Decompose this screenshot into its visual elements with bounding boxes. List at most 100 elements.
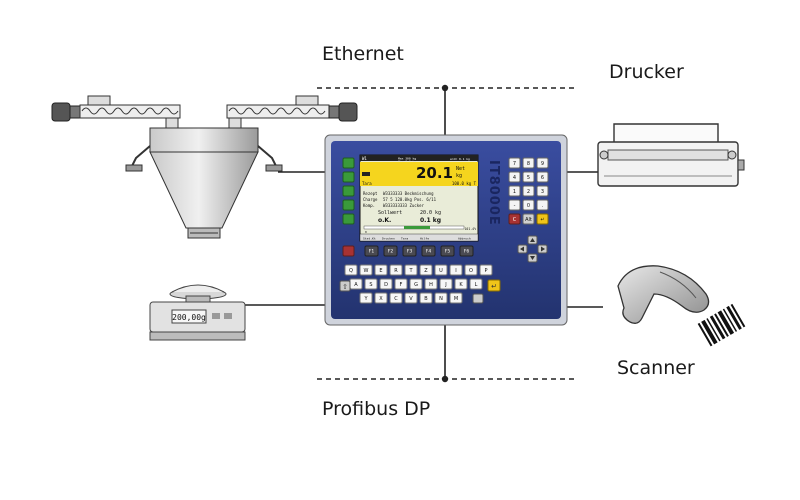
keyboard-key-label: Q — [349, 268, 353, 274]
keyboard-key-label: M — [454, 296, 458, 302]
numpad-key[interactable]: 6 — [536, 171, 549, 183]
numpad-key[interactable]: 4 — [508, 171, 521, 183]
display-ok-label: o.K. — [378, 217, 391, 224]
keyboard-key-label: N — [439, 296, 443, 302]
keyboard-key-label: W — [364, 268, 369, 274]
keyboard-key-label: C — [394, 296, 398, 302]
numpad-key[interactable]: . — [536, 199, 549, 211]
keyboard-key[interactable]: W — [359, 264, 373, 276]
numpad-key[interactable]: 7 — [508, 157, 521, 169]
profibus-junction-dot — [441, 375, 449, 383]
keyboard-key[interactable]: C — [389, 292, 403, 304]
keyboard-key[interactable]: I — [449, 264, 463, 276]
keyboard-key[interactable]: M — [449, 292, 463, 304]
display-ok-value: 0.1 kg — [420, 217, 441, 224]
terminal-model-label: IT8000E — [486, 160, 501, 226]
function-key[interactable]: F2 — [383, 245, 398, 257]
softkey-label: Hilfe — [420, 237, 429, 241]
numpad-key[interactable]: 1 — [508, 185, 521, 197]
keyboard-key-label: X — [379, 296, 383, 302]
keyboard-key[interactable]: T — [404, 264, 418, 276]
keyboard-key-label: F — [400, 282, 403, 288]
keyboard-key-label: Z — [424, 268, 428, 274]
keyboard-key-label: L — [475, 282, 478, 288]
keyboard-key[interactable]: J — [439, 278, 453, 290]
terminal-display: W1 Max 300 kg Min 2.0 kg e=d= 0.1 kg 20.… — [359, 154, 479, 242]
softkey-label: Stat.Kt — [363, 237, 376, 241]
function-key-label: F1 — [369, 249, 375, 255]
numpad-key[interactable]: 5 — [522, 171, 535, 183]
numpad-key-label: 1 — [513, 189, 516, 195]
keyboard-key[interactable]: D — [379, 278, 393, 290]
display-softkey-bar: Stat.Kt Drucken Tara Hilfe Abbruch — [359, 233, 479, 242]
function-key-label: F4 — [426, 249, 432, 255]
display-row-2-label: Charge — [363, 197, 378, 202]
keyboard-enter-key[interactable] — [487, 279, 501, 292]
function-key[interactable]: F1 — [364, 245, 379, 257]
keyboard-key-label: O — [469, 268, 473, 274]
numpad-key[interactable]: 9 — [536, 157, 549, 169]
keyboard-key[interactable]: F — [394, 278, 408, 290]
display-row-2-value: 57 5 120.0kg Pos. 6/11 — [383, 197, 437, 202]
keyboard-key[interactable]: A — [349, 278, 363, 290]
hopper-feeder-icon — [51, 95, 358, 239]
keyboard-key-label: K — [459, 282, 463, 288]
keyboard-key[interactable]: U — [434, 264, 448, 276]
function-key[interactable]: F4 — [421, 245, 436, 257]
arrow-up-icon — [530, 238, 535, 242]
function-key[interactable]: F5 — [440, 245, 455, 257]
softkey-label: Tara — [401, 237, 408, 241]
numpad-key-label: 3 — [541, 189, 544, 195]
keyboard-key[interactable]: N — [434, 292, 448, 304]
keyboard-key[interactable]: Y — [359, 292, 373, 304]
barcode-icon — [694, 300, 750, 350]
keyboard-key[interactable]: G — [409, 278, 423, 290]
numpad-key[interactable]: - — [508, 199, 521, 211]
keyboard-key[interactable]: O — [464, 264, 478, 276]
numpad-key[interactable]: 2 — [522, 185, 535, 197]
keyboard-key[interactable]: Q — [344, 264, 358, 276]
numpad-key-label: 8 — [527, 161, 530, 167]
keyboard-shift-key[interactable] — [339, 280, 351, 292]
keyboard-key[interactable]: E — [374, 264, 388, 276]
display-weight-unit: kg — [456, 173, 462, 179]
keyboard-key-label: R — [394, 268, 398, 274]
numpad-key-label: ↵ — [540, 217, 544, 223]
keyboard-key-label: J — [444, 282, 446, 288]
keyboard-key-label: E — [379, 268, 382, 274]
display-tare-value: 100.0 kg T — [452, 181, 477, 186]
ethernet-junction-dot — [441, 84, 449, 92]
display-min: Min 2.0 kg — [398, 160, 416, 164]
keyboard-key[interactable]: P — [479, 264, 493, 276]
softkey-label: Abbruch — [458, 237, 471, 241]
keyboard-key[interactable]: Z — [419, 264, 433, 276]
keyboard-key-label: I — [455, 268, 456, 274]
keyboard-key[interactable]: S — [364, 278, 378, 290]
keyboard-key[interactable]: L — [469, 278, 483, 290]
keyboard-key[interactable]: K — [454, 278, 468, 290]
keyboard-key[interactable]: H — [424, 278, 438, 290]
keyboard-key-label: D — [384, 282, 388, 288]
side-keys — [342, 157, 355, 257]
function-key[interactable]: F3 — [402, 245, 417, 257]
display-e: e=d= 0.1 kg — [450, 157, 470, 161]
scanner-label: Scanner — [617, 357, 695, 379]
keyboard-key[interactable]: X — [374, 292, 388, 304]
keyboard-key-label: S — [369, 282, 372, 288]
numpad-key[interactable]: ↵ — [536, 213, 549, 225]
numpad-key[interactable]: 8 — [522, 157, 535, 169]
function-key-row: F1 F2 F3 F4 F5 F6 — [364, 245, 474, 257]
keyboard-extra-key[interactable] — [472, 293, 484, 304]
keyboard-key[interactable]: B — [419, 292, 433, 304]
numpad-key[interactable]: 3 — [536, 185, 549, 197]
numpad-key-label: 4 — [513, 175, 516, 181]
keyboard-key-label: Y — [363, 296, 368, 302]
function-key[interactable]: F6 — [459, 245, 474, 257]
keyboard-key[interactable]: V — [404, 292, 418, 304]
numpad-key[interactable]: 0 — [522, 199, 535, 211]
numpad-key[interactable]: Alt — [522, 213, 535, 225]
keyboard-key[interactable]: R — [389, 264, 403, 276]
numpad-key[interactable]: C — [508, 213, 521, 225]
numpad-key-label: 6 — [541, 175, 544, 181]
